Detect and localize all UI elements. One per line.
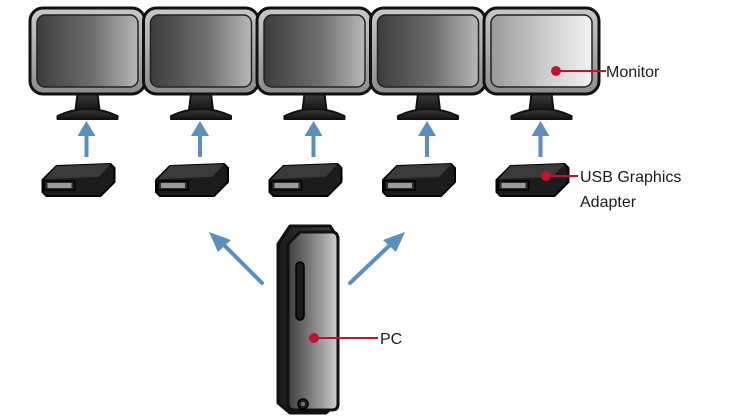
pc-callout: PC: [309, 331, 402, 348]
monitor-icon: [255, 6, 374, 120]
usb-adapter-icon: [155, 163, 229, 197]
arrow-icon: [531, 121, 550, 157]
usb-adapter-icon: [382, 163, 456, 197]
pc-to-left-arrow: [209, 232, 264, 285]
monitor-icon: [482, 6, 601, 120]
pc-tower-icon: [276, 224, 340, 415]
monitor-arrows: [77, 121, 550, 157]
monitor-icon: [142, 6, 260, 120]
arrow-icon: [418, 121, 436, 157]
usb-adapter-icon: [41, 163, 116, 197]
arrow-icon: [191, 121, 209, 157]
usb-adapter-callout: USB Graphics Adapter: [541, 169, 681, 211]
pc-label: PC: [380, 331, 402, 348]
usb-adapter-icon: [495, 163, 570, 197]
usb-adapter-label-line1: USB Graphics: [580, 169, 681, 186]
pc-to-right-arrow: [348, 232, 405, 285]
monitor-row: [28, 6, 601, 120]
arrow-icon: [304, 121, 323, 157]
usb-adapter-icon: [268, 163, 343, 197]
monitor-icon: [28, 6, 147, 120]
arrow-icon: [77, 121, 96, 157]
usb-adapter-label-line2: Adapter: [580, 194, 637, 211]
usb-adapter-row: [41, 163, 570, 197]
monitor-label: Monitor: [606, 64, 660, 81]
monitor-callout: Monitor: [551, 64, 660, 81]
monitor-icon: [369, 6, 487, 120]
